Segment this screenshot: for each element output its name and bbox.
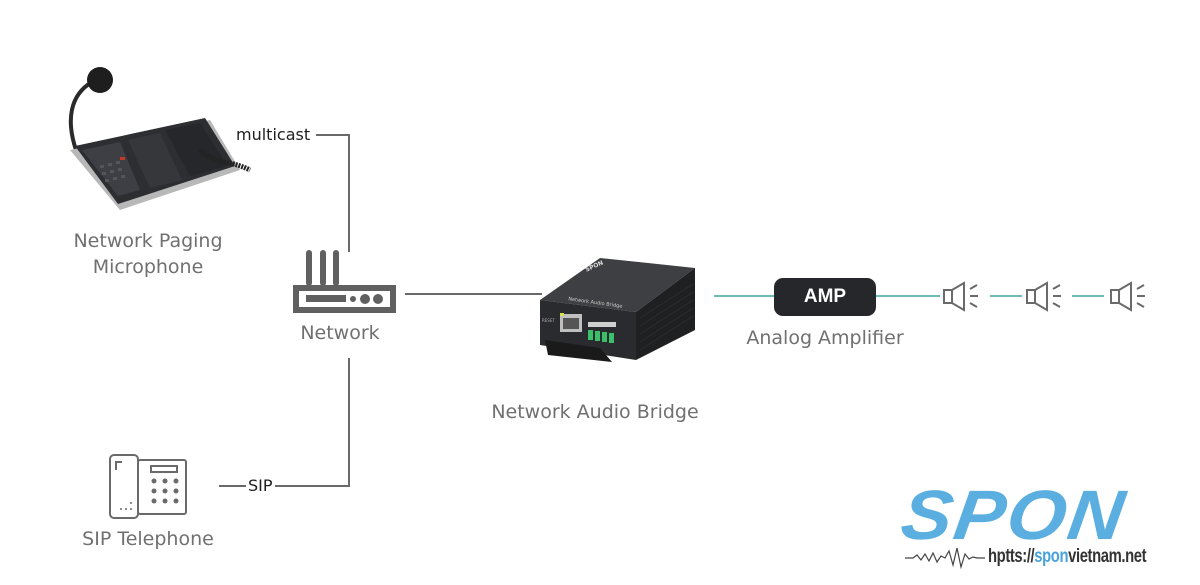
audio-bridge-label: Network Audio Bridge bbox=[491, 401, 699, 423]
network-label: Network bbox=[300, 322, 380, 344]
wire-phone-to-network bbox=[219, 358, 350, 487]
website-url[interactable]: hptts://sponvietnam.net bbox=[988, 546, 1147, 568]
paging-microphone-label: Network Paging Microphone bbox=[40, 228, 256, 280]
paging-microphone-label-line1: Network Paging bbox=[73, 230, 223, 252]
paging-microphone-console bbox=[68, 67, 252, 210]
waveform-icon bbox=[905, 547, 985, 569]
url-prefix: hptts:// bbox=[988, 546, 1035, 567]
analog-amplifier-label: Analog Amplifier bbox=[746, 327, 904, 349]
speaker-icon bbox=[1026, 281, 1061, 312]
sip-telephone-label: SIP Telephone bbox=[82, 528, 214, 550]
desk-telephone-icon bbox=[109, 454, 187, 519]
url-suffix: vietnam.net bbox=[1068, 546, 1147, 567]
router-icon bbox=[293, 250, 396, 313]
edge-label-sip: SIP bbox=[246, 476, 275, 495]
speaker-icon bbox=[943, 281, 978, 312]
device-reset-label: RESET bbox=[542, 318, 555, 323]
url-highlight: spon bbox=[1034, 546, 1069, 567]
spon-logo: SPON bbox=[896, 476, 1131, 555]
paging-microphone-label-line2: Microphone bbox=[92, 256, 204, 278]
amp-badge: AMP bbox=[774, 278, 876, 316]
edge-label-multicast: multicast bbox=[234, 125, 313, 144]
speaker-icon bbox=[1110, 281, 1145, 312]
audio-bridge-device bbox=[540, 258, 695, 362]
wire-mic-to-network bbox=[316, 134, 350, 252]
